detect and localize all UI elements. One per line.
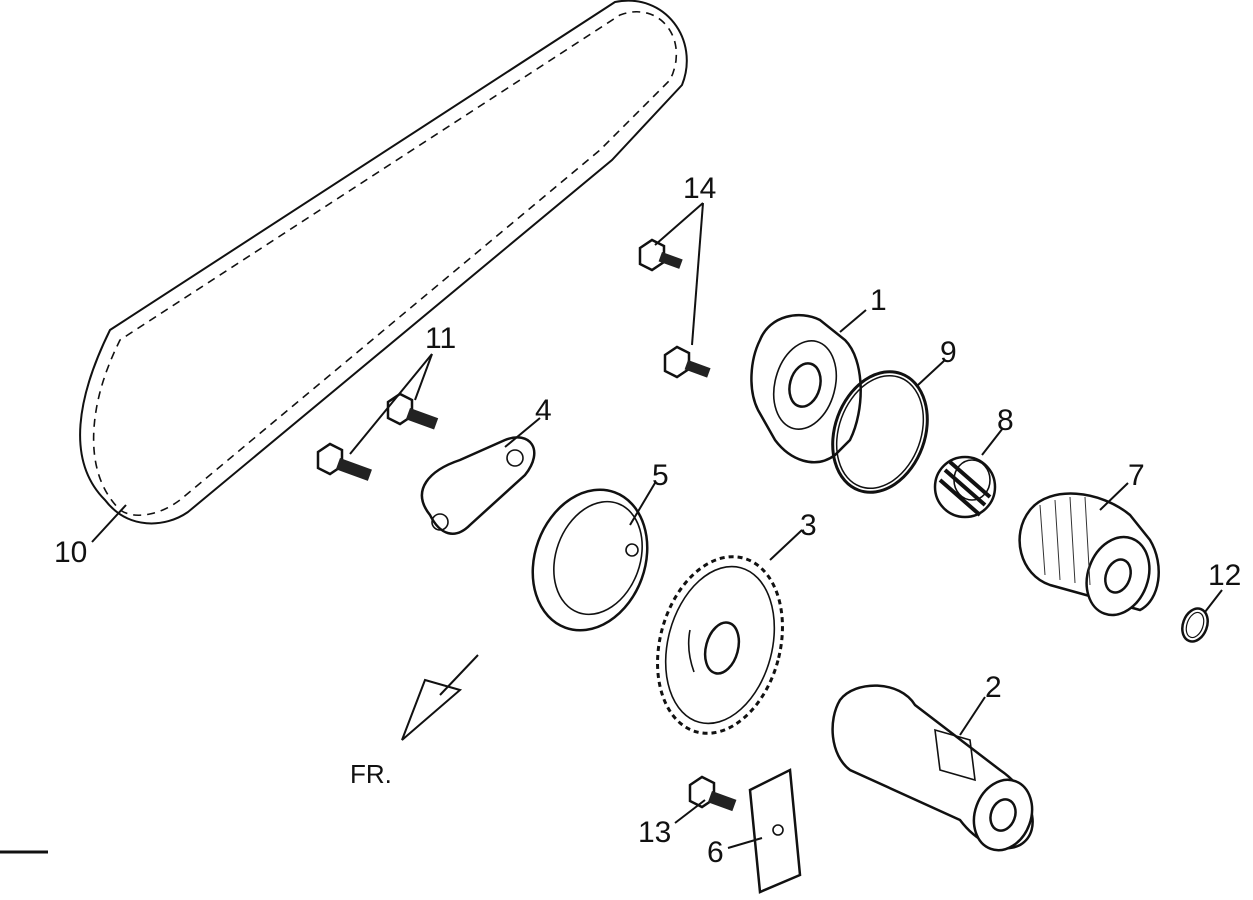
callout-9: 9	[940, 336, 957, 369]
bolt-14-lower	[663, 345, 711, 379]
oil-filter-7	[1018, 492, 1160, 617]
plate-6	[748, 768, 802, 894]
direction-label: FR.	[350, 759, 392, 789]
o-ring-9	[831, 370, 929, 494]
callout-8: 8	[997, 404, 1014, 437]
timing-chain	[79, 0, 688, 525]
cover-5	[531, 488, 649, 632]
callout-11: 11	[425, 322, 456, 355]
bolt-14-upper	[638, 238, 683, 272]
callout-10: 10	[54, 536, 87, 569]
callout-3: 3	[800, 509, 817, 542]
callout-6: 6	[707, 836, 724, 869]
front-direction-arrow-icon	[401, 654, 479, 741]
callout-7: 7	[1128, 459, 1145, 492]
camshaft-2	[831, 684, 1034, 852]
bolt-13	[688, 775, 737, 812]
plate-4	[420, 436, 536, 535]
callout-1: 1	[870, 284, 887, 317]
callout-2: 2	[985, 671, 1002, 704]
callout-13: 13	[638, 816, 671, 849]
sprocket-3	[656, 555, 784, 735]
leader-lines	[0, 202, 1223, 854]
callout-14: 14	[683, 172, 716, 205]
housing-1	[750, 313, 862, 464]
callout-12: 12	[1208, 559, 1241, 592]
callout-5: 5	[652, 459, 669, 492]
bolt-11-lower	[316, 442, 372, 481]
ring-12	[1181, 607, 1209, 643]
callout-4: 4	[535, 394, 552, 427]
spring-8	[933, 455, 997, 519]
